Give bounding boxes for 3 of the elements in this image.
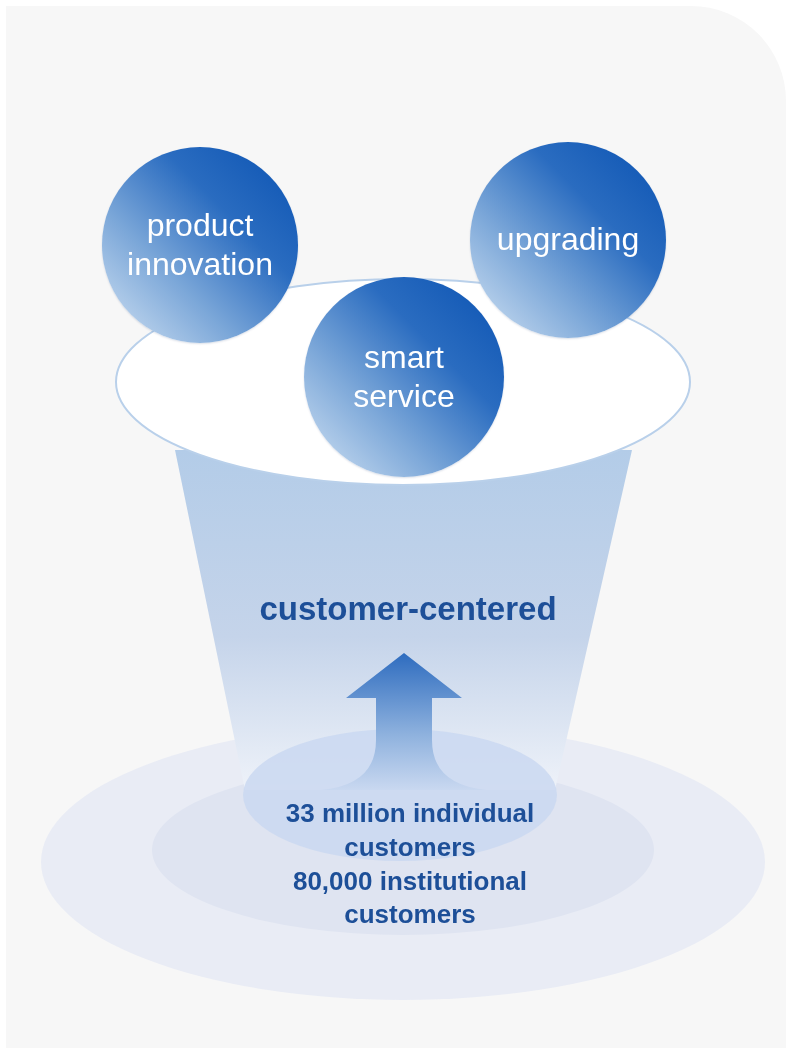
customer-count-text: 33 million individual customers [284, 796, 536, 864]
heading-text: customer-centered [259, 590, 557, 628]
customer-count-text: 80,000 institutional customers [291, 864, 529, 932]
